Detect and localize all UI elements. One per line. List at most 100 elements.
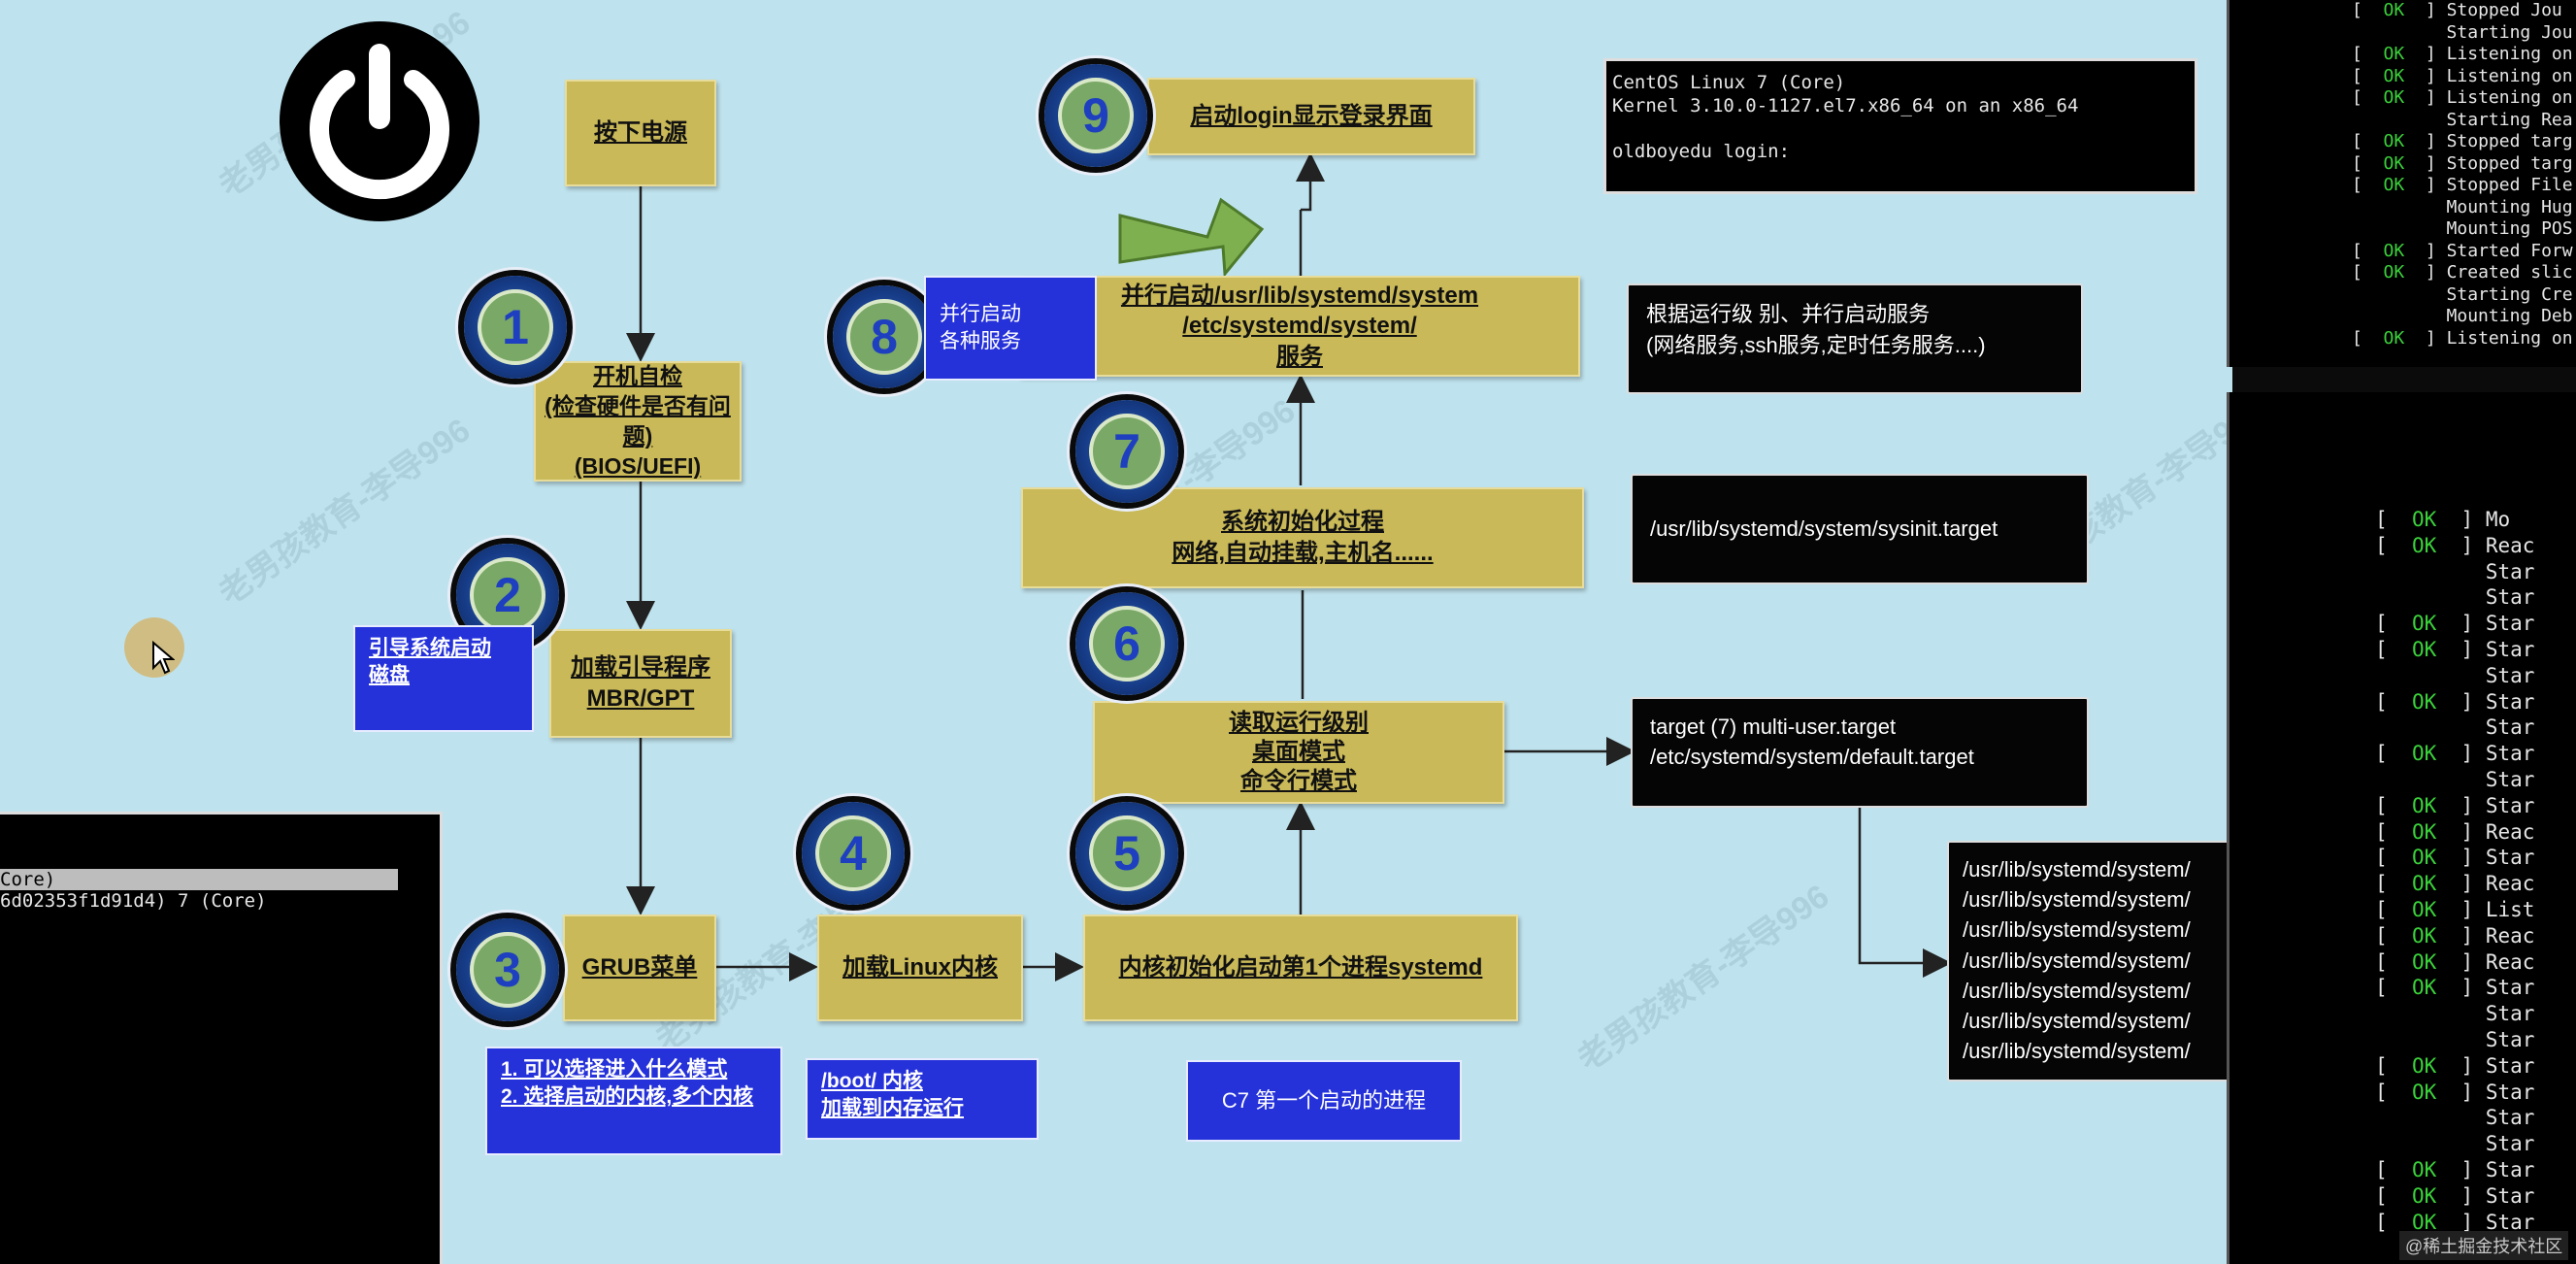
sysinit-path-text: /usr/lib/systemd/system/sysinit.target (1650, 516, 1998, 542)
step-badge-9: 9 (1044, 64, 1147, 167)
boot-log-text: Mounting Hug (2446, 196, 2573, 217)
boot-log-text: Started Forw (2446, 240, 2573, 261)
boot-log-line: [ OK ] Reac (2375, 923, 2535, 948)
ok-status: OK (2399, 689, 2449, 714)
boot-log-text: Stopped File (2446, 175, 2573, 195)
boot-log-line: [ OK ] Star (2375, 1157, 2535, 1181)
ok-status: OK (2372, 131, 2416, 151)
boot-log-line: Star (2375, 1131, 2576, 1157)
boot-log-text: Star (2485, 715, 2535, 740)
note-grub: 1. 可以选择进入什么模式 2. 选择启动的内核,多个内核 (485, 1047, 782, 1155)
boot-log-text: Mounting Deb (2446, 306, 2573, 326)
step-badge-3: 3 (456, 918, 559, 1021)
note-boot-disk-text: 引导系统启动 磁盘 (369, 637, 491, 687)
ok-status: OK (2399, 976, 2449, 1000)
boot-log-line: Mounting POS (2352, 218, 2576, 241)
boot-log-text: Starting Jou (2446, 21, 2573, 43)
boot-log-text: Stopped targ (2446, 152, 2573, 174)
step-selftest-label: 开机自检 (检查硬件是否有问题) (BIOS/UEFI) (545, 362, 731, 480)
step-sysinit-label: 系统初始化过程 网络,自动挂载,主机名...... (1172, 508, 1434, 566)
power-icon (278, 19, 481, 223)
boot-log-terminal-top: [ OK ] Stopped Jou Starting Jou[ OK ] Li… (2227, 0, 2576, 367)
ok-status: OK (2372, 262, 2416, 283)
boot-log-text: Star (2485, 689, 2535, 714)
unit-path: /usr/lib/systemd/system/ (1963, 917, 2191, 943)
ok-status: OK (2372, 87, 2416, 108)
boot-log-text: Listening on (2446, 44, 2573, 64)
ok-status: OK (2399, 1210, 2449, 1234)
boot-log-line: [ OK ] Star (2375, 612, 2535, 636)
boot-log-line: [ OK ] Started Forw (2352, 240, 2573, 261)
services-description: 根据运行级 别、并行启动服务 (网络服务,ssh服务,定时任务服务....) (1627, 283, 2083, 394)
boot-log-text: Listening on (2446, 327, 2573, 349)
services-description-text: 根据运行级 别、并行启动服务 (网络服务,ssh服务,定时任务服务....) (1646, 302, 1986, 357)
boot-log-text: Reac (2485, 819, 2535, 844)
boot-log-text: Starting Cre (2446, 283, 2573, 305)
step-kernel: 加载Linux内核 (817, 915, 1023, 1021)
badge-number: 8 (846, 299, 922, 375)
step-grub-label: GRUB菜单 (581, 953, 698, 981)
ok-status: OK (2399, 923, 2449, 948)
ok-status: OK (2372, 0, 2416, 20)
boot-log-line: Star (2375, 1105, 2576, 1131)
ok-status: OK (2399, 742, 2449, 766)
boot-log-text: Listening on (2446, 65, 2573, 86)
corner-watermark: @稀土掘金技术社区 (2399, 1231, 2569, 1260)
boot-log-line: [ OK ] Stopped targ (2352, 152, 2573, 174)
grub-menu-item: 6d02353f1d91d4) 7 (Core) (0, 890, 267, 912)
boot-log-line: [ OK ] Star (2375, 742, 2535, 766)
boot-log-line: [ OK ] Reac (2375, 819, 2535, 844)
boot-log-line: [ OK ] Listening on (2352, 44, 2573, 64)
ok-status: OK (2372, 152, 2416, 174)
boot-log-text: Starting Rea (2446, 109, 2573, 130)
boot-log-line: [ OK ] Star (2375, 976, 2535, 1000)
step-systemd-label: 内核初始化启动第1个进程systemd (1118, 953, 1483, 981)
boot-log-line: Star (2375, 767, 2576, 793)
step-bootloader: 加载引导程序 MBR/GPT (549, 629, 732, 738)
boot-log-line: Star (2375, 663, 2576, 689)
step-badge-5: 5 (1075, 802, 1178, 905)
mouse-cursor-icon (152, 641, 175, 675)
boot-log-text: Mo (2485, 508, 2511, 531)
default-target: target (7) multi-user.target /etc/system… (1631, 697, 2089, 808)
boot-log-text: Star (2485, 1157, 2535, 1181)
ok-status: OK (2399, 637, 2449, 661)
boot-log-text: Star (2485, 1053, 2535, 1078)
step-services: 并行启动/usr/lib/systemd/system /etc/systemd… (1019, 276, 1580, 377)
boot-log-text: Star (2485, 1080, 2535, 1104)
step-bootloader-label: 加载引导程序 MBR/GPT (571, 653, 710, 712)
step-badge-4: 4 (802, 802, 905, 905)
note-grub-text: 1. 可以选择进入什么模式 2. 选择启动的内核,多个内核 (501, 1058, 754, 1109)
ok-status: OK (2399, 872, 2449, 896)
boot-log-line: [ OK ] Star (2375, 1053, 2535, 1078)
step-badge-8: 8 (833, 285, 936, 388)
ok-status: OK (2399, 793, 2449, 817)
boot-log-line: [ OK ] Reac (2375, 949, 2535, 974)
ok-status: OK (2372, 44, 2416, 64)
boot-log-line: Mounting Hug (2352, 197, 2576, 219)
boot-log-text: Reac (2485, 872, 2535, 896)
unit-path: /usr/lib/systemd/system/ (1963, 1039, 2191, 1064)
note-systemd-text: C7 第一个启动的进程 (1221, 1088, 1427, 1114)
ok-status: OK (2399, 533, 2449, 557)
unit-path: /usr/lib/systemd/system/ (1963, 857, 2191, 881)
boot-log-line: Star (2375, 715, 2576, 741)
badge-number: 5 (1089, 815, 1165, 891)
ok-status: OK (2399, 897, 2449, 921)
boot-log-text: Star (2485, 1106, 2535, 1130)
ok-status: OK (2372, 175, 2416, 195)
unit-path: /usr/lib/systemd/system/ (1963, 948, 2191, 973)
boot-log-line: [ OK ] Reac (2375, 872, 2535, 896)
note-kernel: /boot/ 内核 加载到内存运行 (806, 1058, 1039, 1140)
badge-number: 9 (1058, 78, 1134, 153)
default-target-text: target (7) multi-user.target /etc/system… (1650, 715, 1974, 769)
ok-status: OK (2372, 240, 2416, 261)
boot-log-line: Star (2375, 559, 2576, 585)
boot-log-text: Stopped Jou (2446, 0, 2562, 20)
boot-log-line: [ OK ] Stopped targ (2352, 131, 2573, 151)
boot-log-line: [ OK ] Listening on (2352, 327, 2573, 349)
ok-status: OK (2399, 819, 2449, 844)
step-power-label: 按下电源 (594, 118, 687, 146)
boot-log-line: [ OK ] Star (2375, 689, 2535, 714)
ok-status: OK (2399, 1157, 2449, 1181)
